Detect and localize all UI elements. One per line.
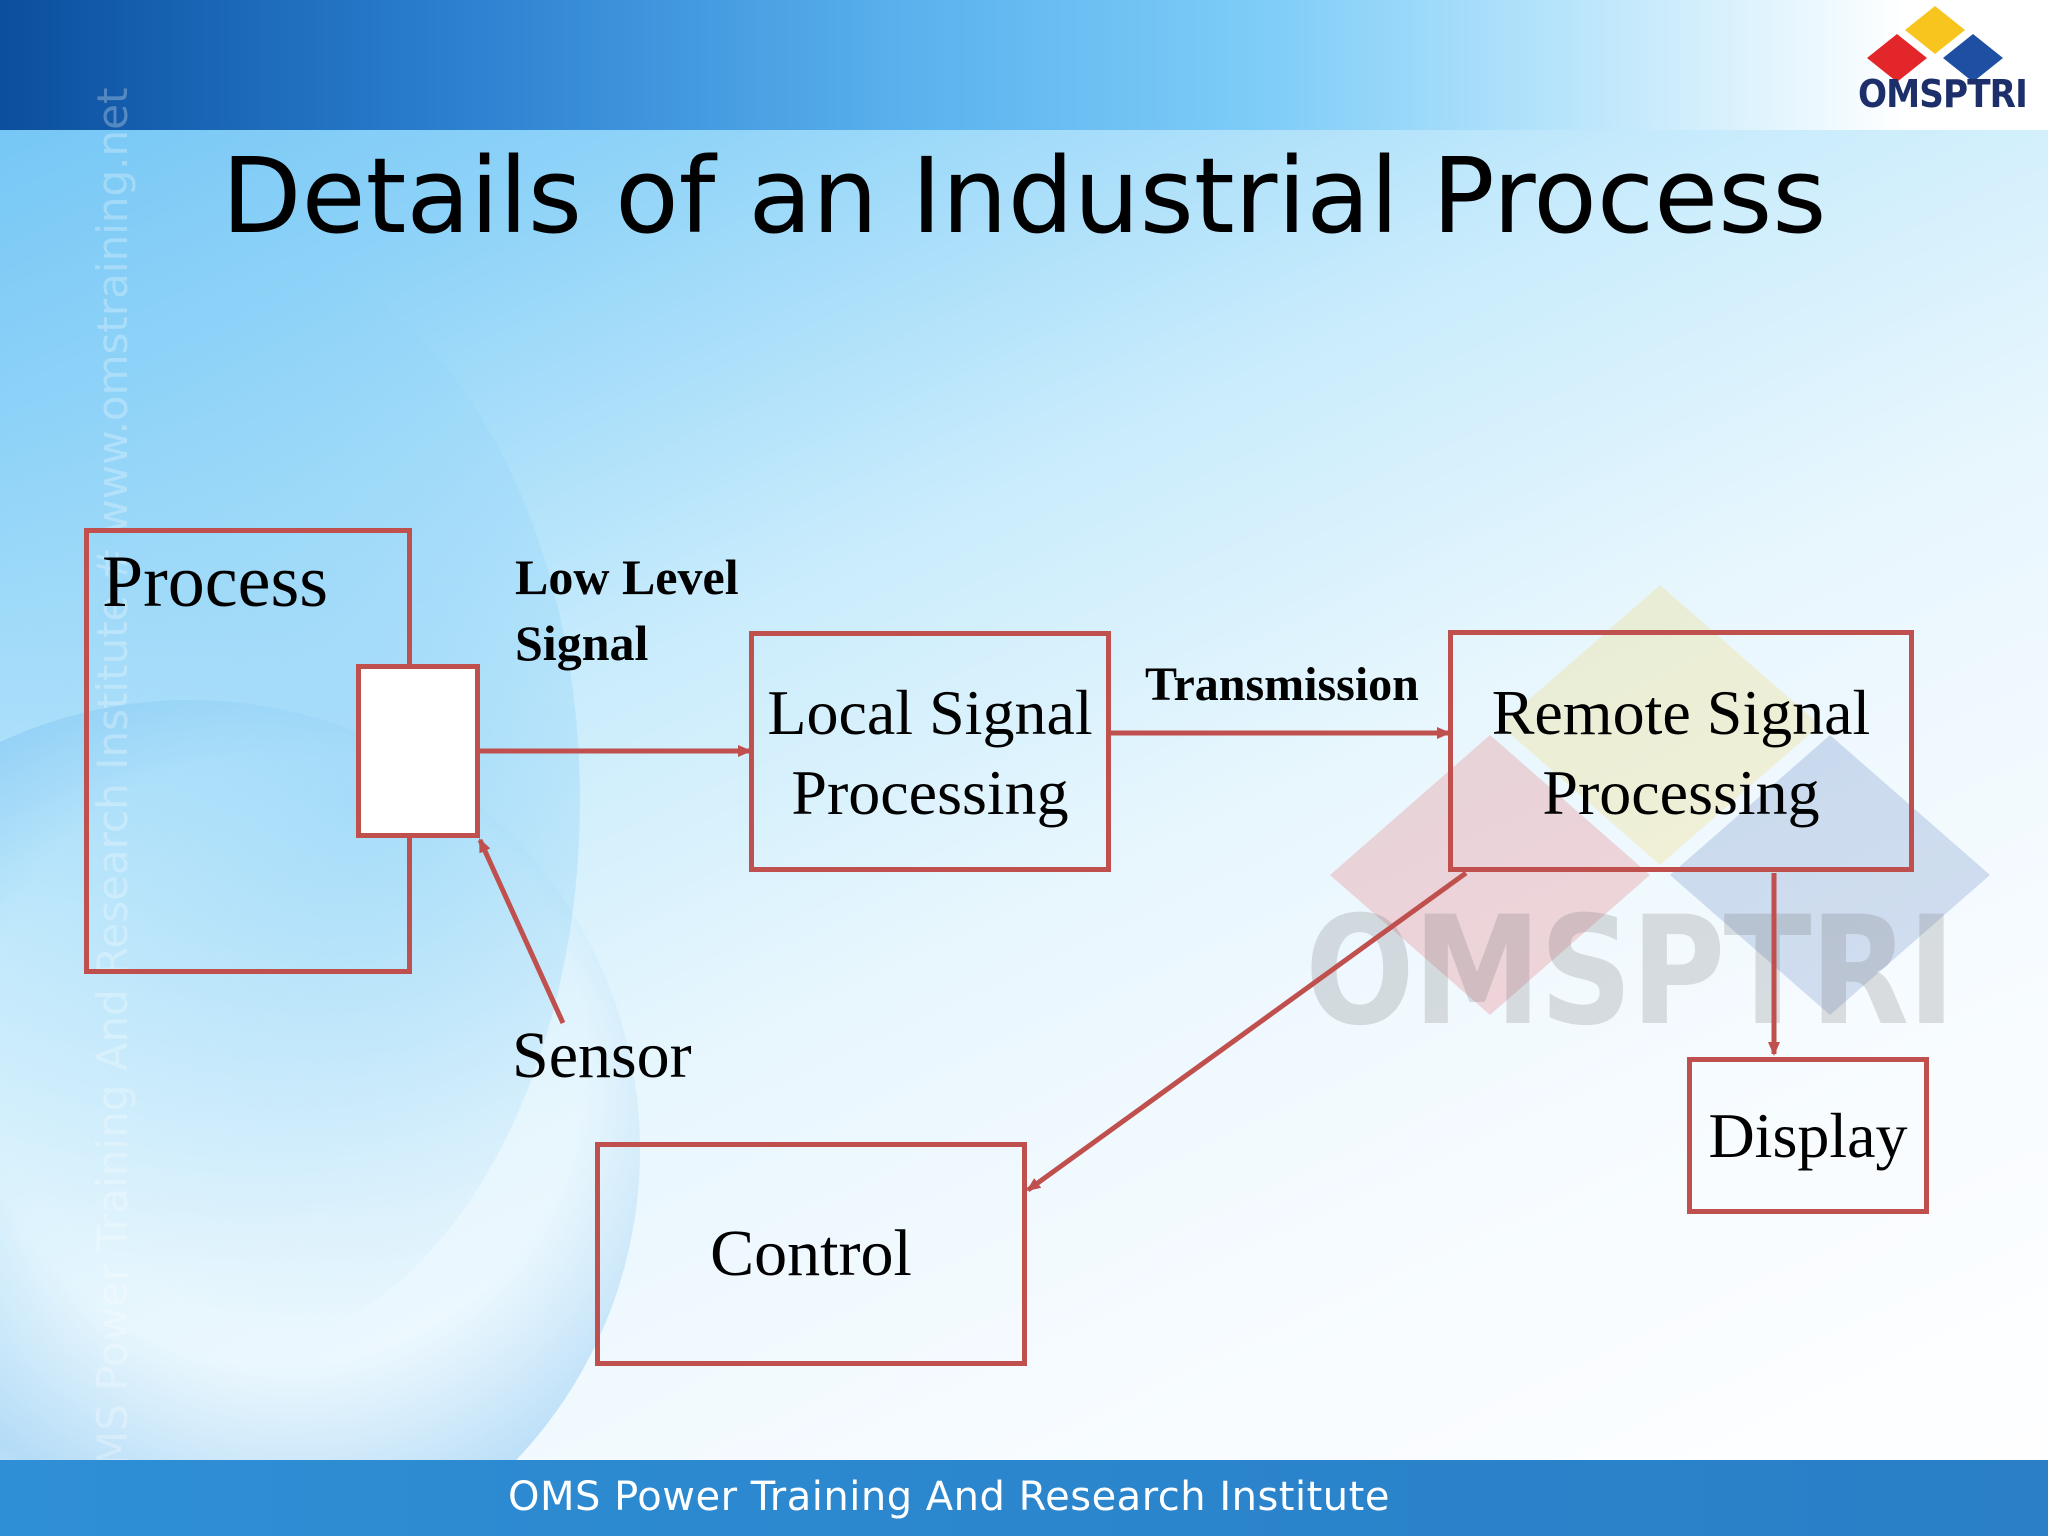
logo-text: OMSPTRI (1858, 72, 2028, 116)
sensor-element (356, 664, 480, 838)
control-box (595, 1142, 1027, 1366)
local-signal-processing-box (749, 631, 1111, 872)
display-box (1687, 1057, 1929, 1214)
remote-signal-processing-label: Remote Signal Processing (1491, 677, 1871, 828)
footer-text: OMS Power Training And Research Institut… (508, 1474, 1390, 1520)
header-band (0, 0, 2048, 130)
background-swoosh (0, 250, 580, 1350)
process-label: Process (102, 541, 329, 623)
slide-title: Details of an Industrial Process (221, 135, 1827, 257)
low-level-signal-label: Low Level Signal (515, 549, 739, 671)
transmission-label: Transmission (1145, 658, 1419, 711)
local-signal-processing-label: Local Signal Processing (767, 677, 1093, 828)
omsptri-logo-icon (1867, 6, 2003, 82)
edge-sensor-label-pointer (477, 838, 566, 1025)
sensor-label: Sensor (512, 1019, 692, 1092)
footer-band (0, 1460, 2048, 1536)
display-label: Display (1708, 1099, 1908, 1171)
control-label: Control (710, 1216, 912, 1290)
remote-signal-processing-box (1448, 630, 1914, 872)
edge-remote-to-control (1026, 870, 1468, 1193)
